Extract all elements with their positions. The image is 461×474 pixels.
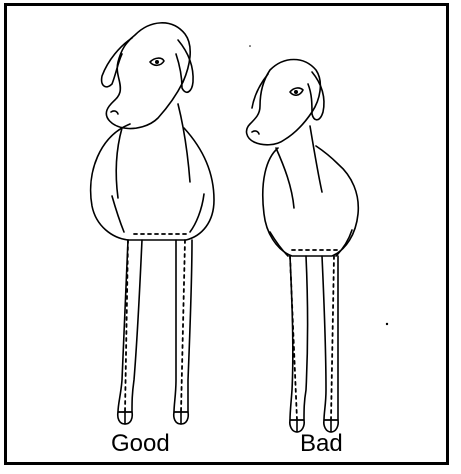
good-goat-reference-lines: [125, 234, 190, 412]
bad-goat-ear-right: [308, 72, 324, 120]
good-goat: [91, 23, 214, 424]
bad-goat-leg-right: [322, 256, 338, 420]
bad-goat-leg-left: [290, 256, 308, 420]
bad-goat-reference-lines: [290, 250, 338, 420]
bad-goat-neck: [276, 148, 294, 208]
good-goat-head: [106, 23, 190, 129]
good-goat-leg-left: [118, 240, 142, 412]
bad-goat-body: [263, 146, 359, 256]
good-goat-ear-left: [102, 38, 132, 87]
caption-bad: Bad: [300, 432, 343, 456]
good-goat-neck: [116, 128, 122, 198]
caption-good: Good: [111, 432, 170, 456]
bad-goat: [247, 60, 359, 433]
